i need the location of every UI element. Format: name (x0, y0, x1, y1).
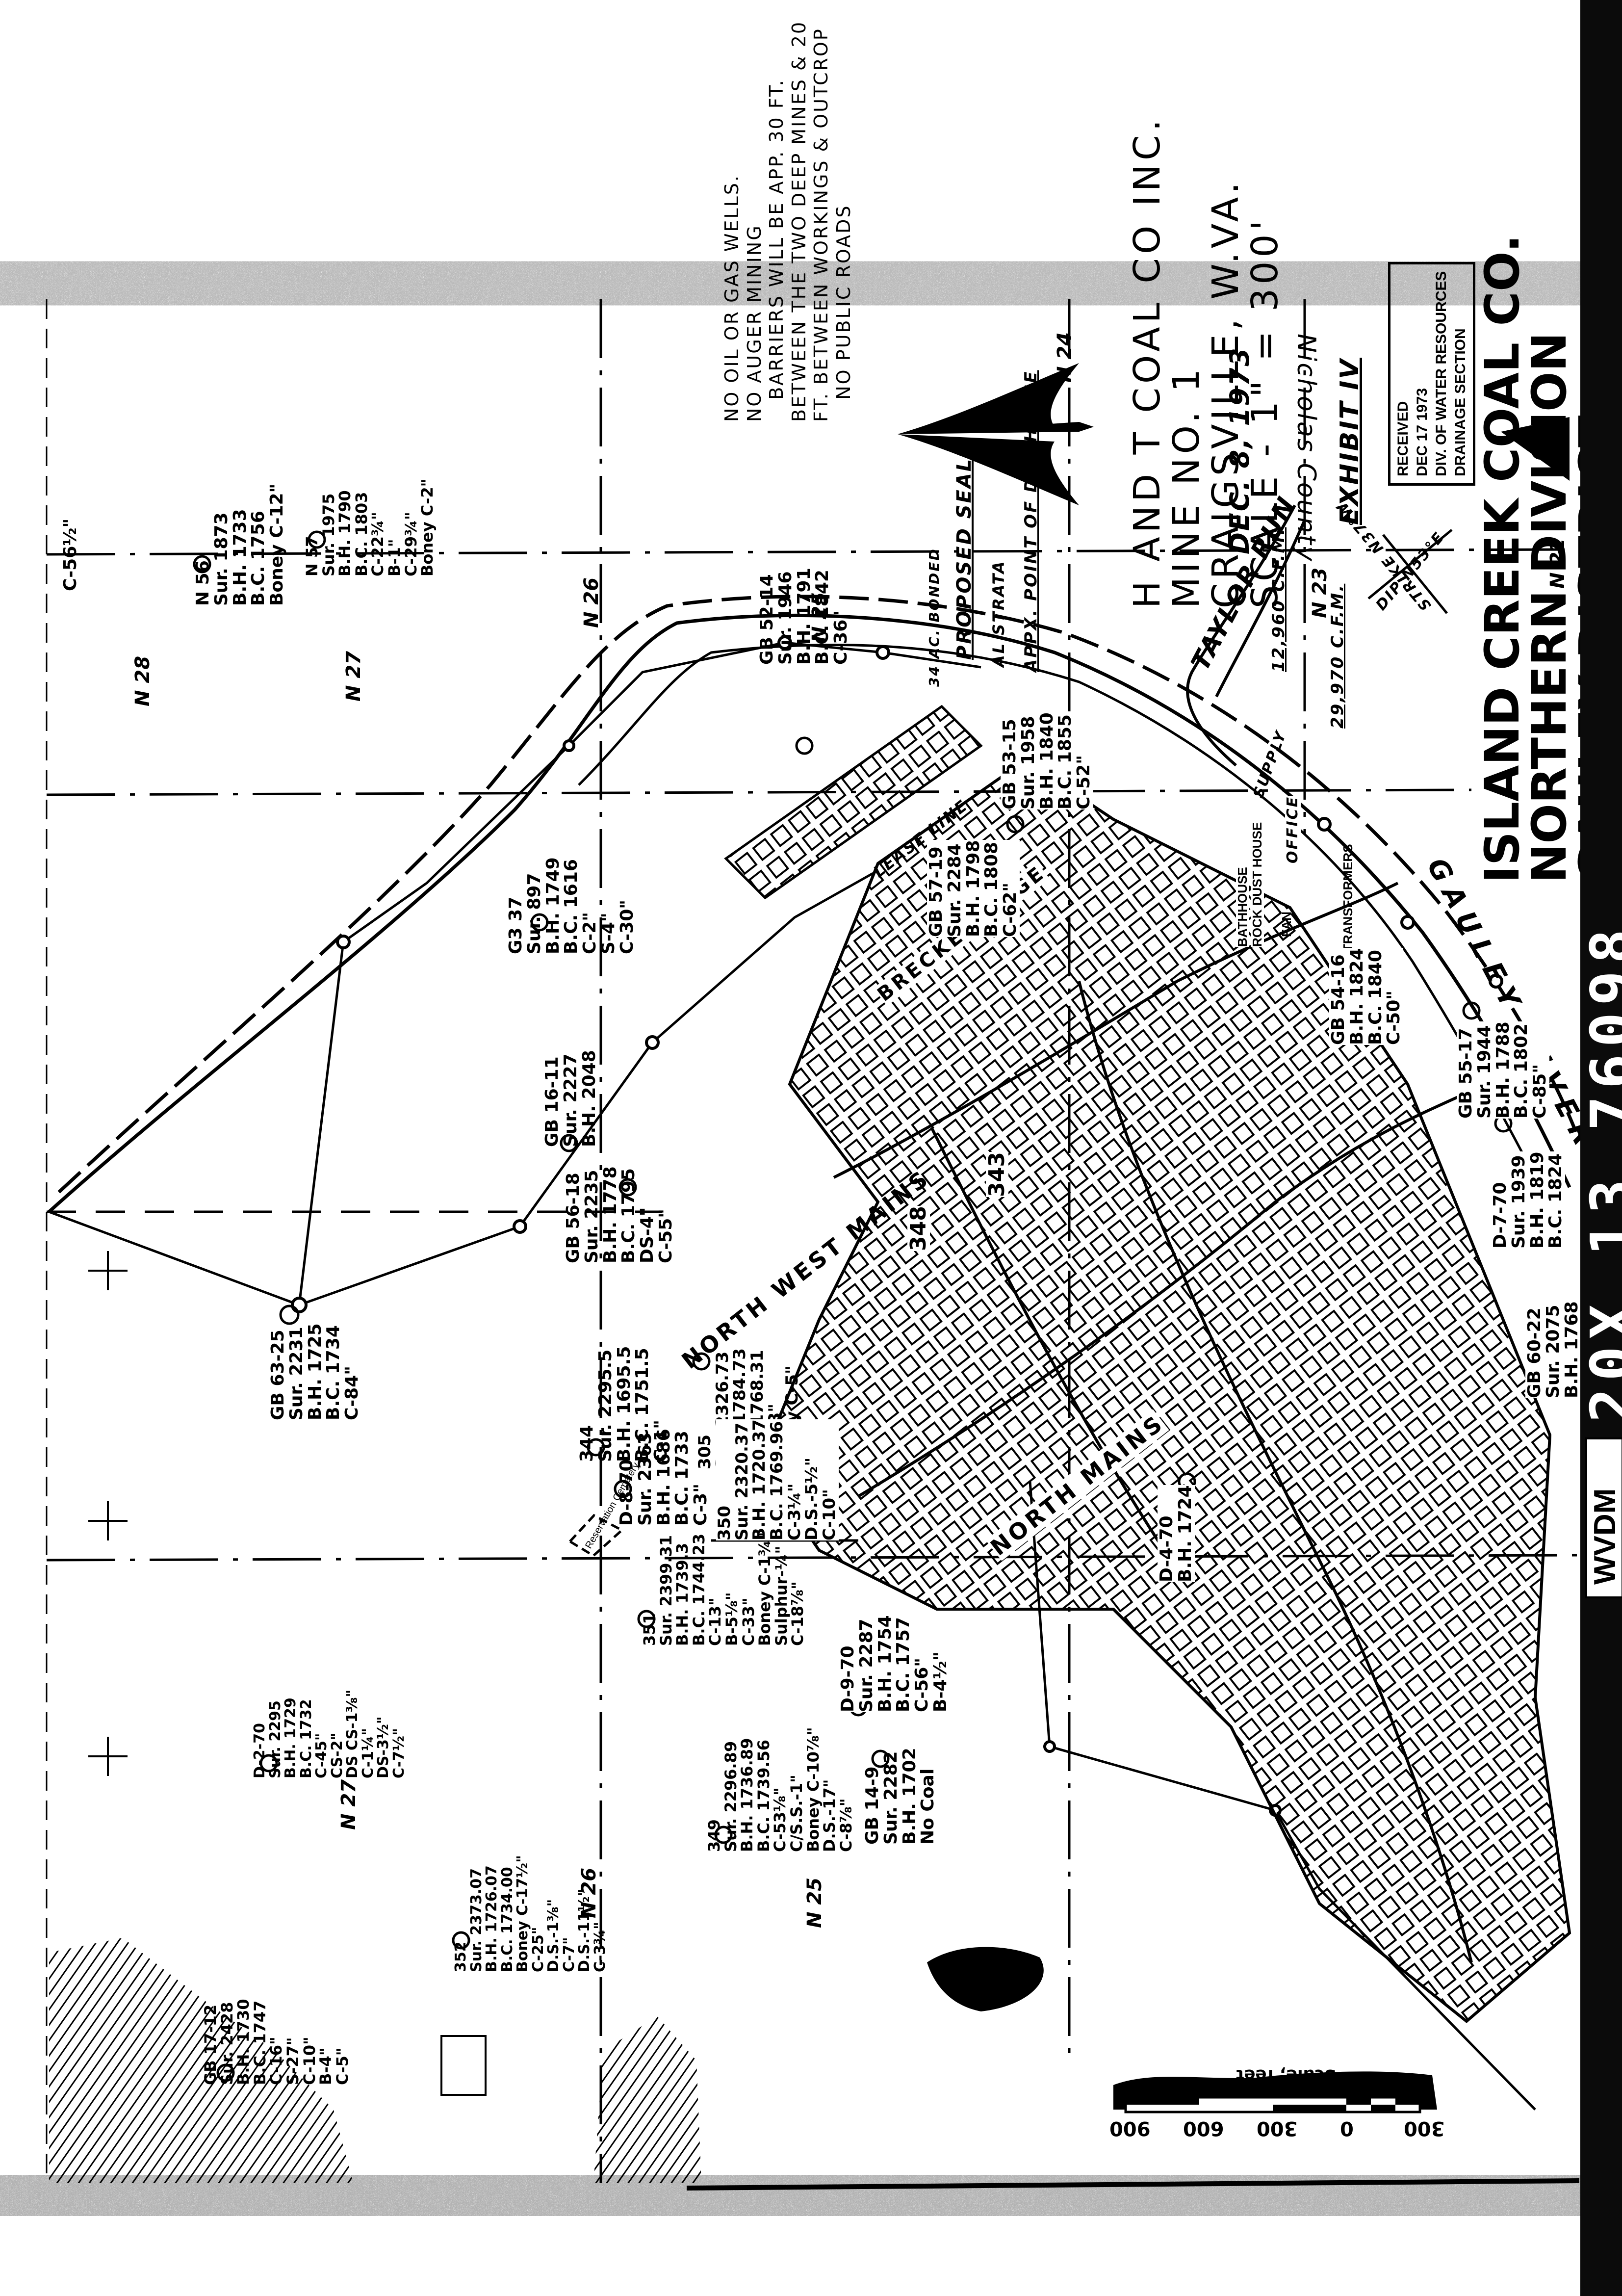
grid-label: N 24 (1054, 332, 1076, 383)
microfilm-number: 20X 13 76098 (1578, 922, 1622, 1423)
well-label: D-9-70 Sur. 2287 B.H. 1754 B.C. 1757 C-5… (838, 1615, 951, 1712)
cfm-reading-1: 12,960 C.F.M. (1269, 527, 1288, 672)
north-bar-symbol (1501, 417, 1570, 481)
scale-tick-label: 600 (1183, 2117, 1224, 2139)
bathhouse-label: BATHHOUSE (1235, 867, 1250, 947)
received-stamp: RECEIVED DEC 17 1973 DIV. OF WATER RESOU… (1388, 261, 1475, 486)
building-symbol (440, 2035, 487, 2096)
well-label: GB 56-18 Sur. 2235 B.H. 1778 B.C. 1795 D… (563, 1166, 676, 1263)
well-label: N 56 Sur. 1873 B.H. 1733 B.C. 1756 Boney… (193, 483, 287, 606)
well-label: GB 53-15 Sur. 1958 B.H. 1840 B.C. 1855 C… (1000, 712, 1094, 809)
grid-label: N 25 (803, 1877, 826, 1928)
county-handwritten-note: Nicholas County (1291, 334, 1321, 563)
scale-tick-label: 300 (1257, 2117, 1298, 2139)
well-label: G3 37 Sur. 897 B.H. 1749 B.C. 1616 C-2" … (506, 857, 637, 954)
well-label: 343 (984, 1152, 1009, 1197)
grid-label: N 28 (131, 655, 154, 706)
fan-label: FAN (1279, 912, 1294, 937)
pond-symbol (927, 1947, 1044, 2011)
well-label: GB 63-25 Sur. 2231 B.H. 1725 B.C. 1734 C… (268, 1323, 362, 1420)
well-label: D-2-70 Sur. 2295 B.H. 1729 B.C. 1732 C-4… (251, 1689, 408, 1778)
grid-label: N 23 (1309, 567, 1331, 618)
well-label: 352 Sur. 2373.07 B.H. 1726.07 B.C. 1734.… (452, 1855, 609, 1972)
well-label: 351 Sur. 2399.31 B.H. 1739.3 B.C. 1744.2… (640, 1532, 807, 1646)
strata-label: AL STRATA (989, 560, 1008, 667)
well-label: GB 57-19 Sur. 2284 B.H. 1798 B.C. 1808 C… (926, 840, 1021, 937)
scale-tick-label: 900 (1109, 2117, 1151, 2139)
dip-strike-symbol (1367, 529, 1453, 614)
well-label: 350 Sur. 2320.37 B.H. 1720.37 B.C. 1769.… (715, 1419, 840, 1540)
well-label: N 57 Sur. 1975 B.H. 1790 B.C. 1803 C-22¾… (303, 478, 437, 576)
well-label: GB 54-16 B.H. 1824 B.C. 1840 C-50" (1328, 948, 1404, 1045)
grid-label: N 26 (580, 577, 603, 628)
mine-workings-entries-north (724, 704, 983, 900)
coal-thickness-note: C-56½" (60, 518, 80, 591)
scale-tick-label: 300 (1404, 2117, 1445, 2139)
well-label: 348 (906, 1206, 931, 1251)
sheet-edge-bottom (686, 2178, 1580, 2191)
taylor-run-stream (1186, 504, 1306, 767)
map-date: DEC. 8, 1973 (1224, 346, 1255, 554)
scale-tick-label: 0 (1340, 2117, 1354, 2139)
transformers-label: TRANSFORMERS (1340, 844, 1355, 952)
grid-label: N 27 (342, 651, 365, 702)
scale-bar-title: Scale, feet (1236, 2065, 1337, 2085)
cemetery-boundary (568, 1513, 624, 1558)
well-label: GB 52-14 Sur. 1946 B.H. 1791 B.C. 1842 C… (757, 568, 851, 665)
well-label: GB 60-22 Sur. 2075 B.H. 1768 (1524, 1301, 1582, 1398)
grid-label: N 22 (1546, 538, 1569, 589)
microfilm-label: WVDM (1588, 1488, 1622, 1585)
discharge-point-label: APPX. POINT OF DISCHARGE (1021, 370, 1041, 672)
bonded-acreage-label: 34 AC. BONDED (926, 548, 942, 687)
well-label: D-7-70 Sur. 1939 B.H. 1819 B.C. 1824 (1490, 1151, 1566, 1249)
well-label: GB 17-12 Sur. 2428 B.H. 1730 B.C. 1747 C… (201, 1999, 352, 2085)
well-label: GB 55-17 Sur. 1944 B.H. 1788 B.C. 1802 C… (1456, 1021, 1550, 1119)
scan-noise-top (0, 265, 1579, 302)
well-label: 349 Sur. 2296.89 B.H. 1736.89 B.C. 1739.… (705, 1727, 855, 1852)
exhibit-label: EXHIBIT IV (1335, 358, 1365, 525)
rock-dust-house-label: ROCK DUST HOUSE (1250, 822, 1264, 947)
outcrop-hatch-mid (593, 2016, 701, 2183)
proposed-seals-label: PROPOSED SEALS (953, 442, 976, 660)
cfm-reading-2: 29,970 C.F.M. (1328, 583, 1347, 729)
office-label: OFFICE (1284, 795, 1301, 863)
well-label: D-4-70 B.H. 1724 (1157, 1485, 1195, 1582)
mine-haulage-lines (833, 882, 1497, 1963)
well-label: GB 14-9 Sur. 2282 B.H. 1702 No Coal (862, 1748, 938, 1845)
outcrop-hatch-left (49, 1938, 353, 2183)
well-label: GB 16-11 Sur. 2227 B.H. 2048 (542, 1050, 599, 1147)
scale-bar (1113, 2071, 1437, 2113)
grid-crosses (88, 1251, 128, 1776)
well-label: D-8-70 Sur. 2363 B.H. 1686 B.C. 1733 C-3… (617, 1429, 711, 1526)
north-arrow (898, 363, 1094, 505)
microfilm-label-box (1585, 1437, 1622, 1598)
microfilm-strip (1580, 0, 1622, 2296)
grid-label: N 27 (337, 1779, 360, 1830)
traverse-stations (291, 635, 1503, 1817)
site-notes: NO OIL OR GAS WELLS. NO AUGER MINING BAR… (721, 20, 854, 422)
gauley-river (48, 595, 1576, 1213)
